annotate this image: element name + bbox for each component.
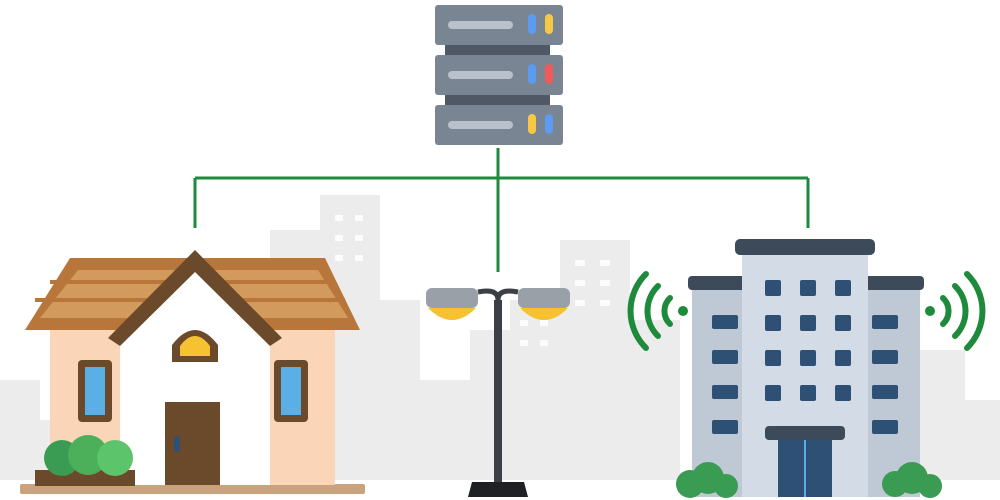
house-gable-trim bbox=[108, 250, 282, 346]
house-ground bbox=[20, 484, 365, 494]
lamp-head-right bbox=[518, 288, 570, 320]
building-canopy bbox=[765, 426, 845, 440]
house-door bbox=[165, 402, 220, 485]
server-led bbox=[528, 14, 536, 34]
server-led bbox=[528, 64, 536, 84]
street-lamp-icon bbox=[426, 288, 570, 497]
lamp-head-left bbox=[426, 288, 478, 320]
building-windows bbox=[712, 280, 898, 434]
server-unit-3 bbox=[435, 105, 563, 145]
wifi-signal-left-icon bbox=[627, 271, 688, 351]
house-icon bbox=[20, 250, 365, 494]
wifi-signal-right-icon bbox=[925, 271, 986, 351]
building-shrubs bbox=[676, 462, 942, 498]
server-led bbox=[545, 64, 553, 84]
server-led bbox=[545, 114, 553, 134]
server-unit-2 bbox=[435, 55, 563, 95]
office-building-icon bbox=[676, 239, 942, 498]
skyline-windows bbox=[335, 215, 610, 346]
server-led bbox=[528, 114, 536, 134]
connector-lines bbox=[193, 148, 810, 272]
house-gable bbox=[120, 258, 270, 485]
server-rack-icon bbox=[435, 5, 563, 145]
lamp-base bbox=[468, 482, 528, 497]
server-unit-1 bbox=[435, 5, 563, 45]
server-led bbox=[545, 14, 553, 34]
city-skyline-background bbox=[0, 195, 1000, 480]
